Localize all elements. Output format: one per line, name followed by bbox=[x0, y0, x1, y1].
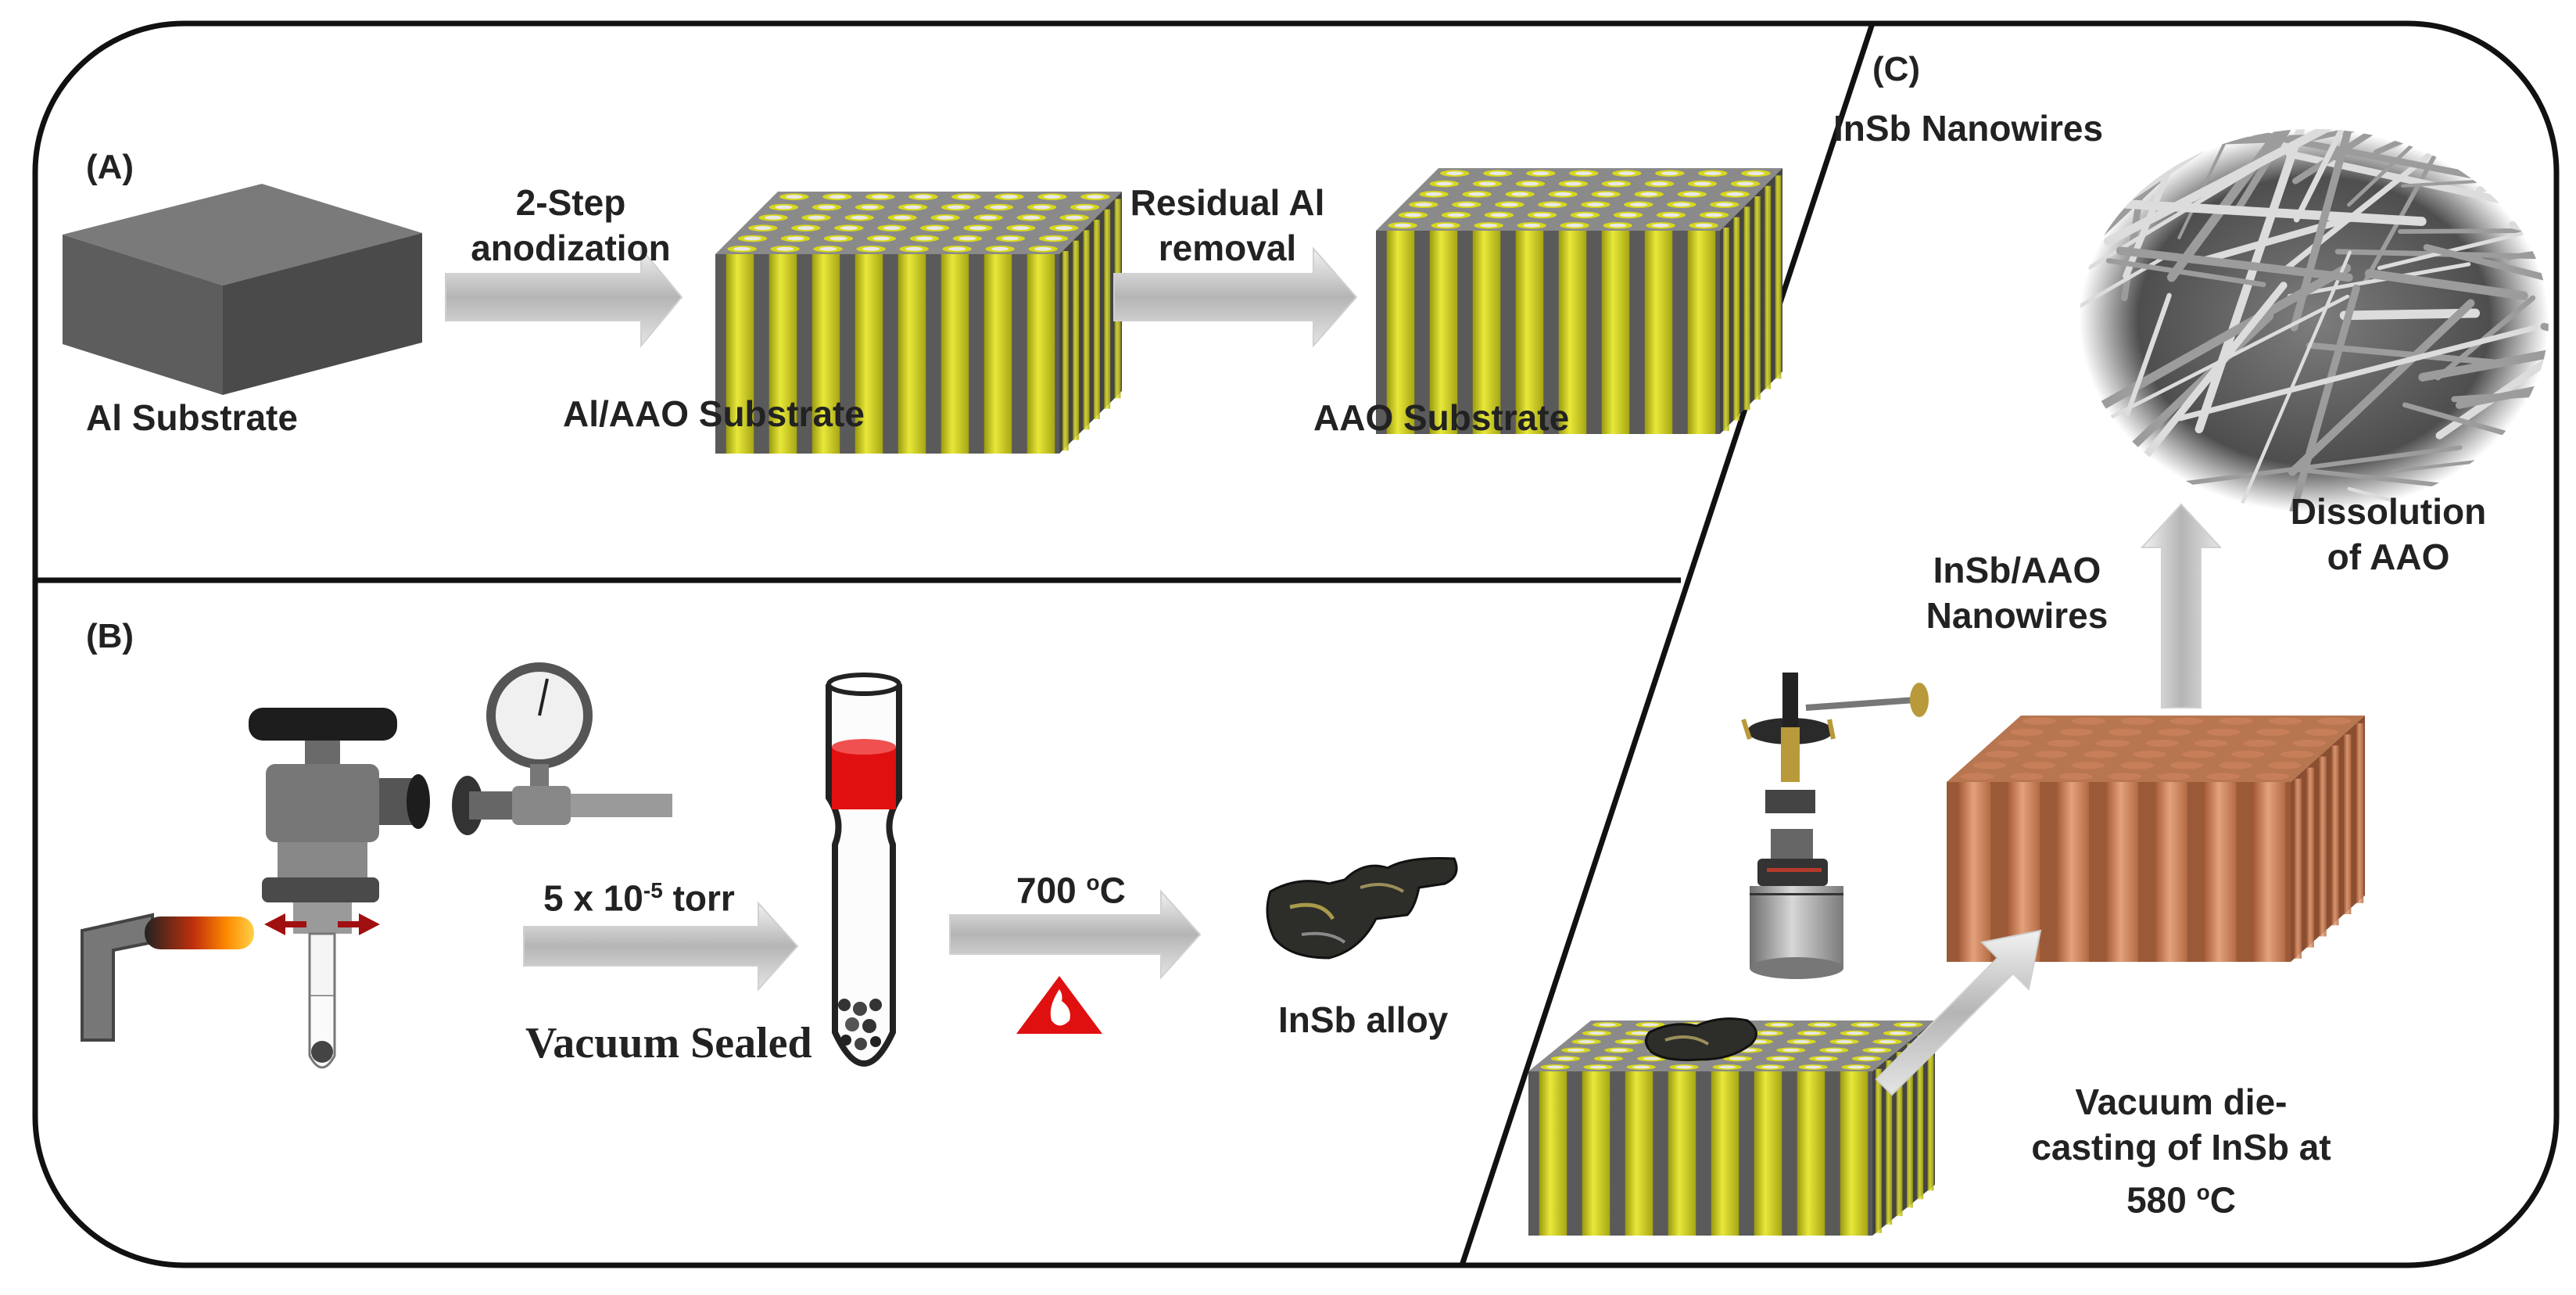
temperature-label: 700 oC bbox=[1016, 870, 1126, 911]
aao-substrate-label: AAO Substrate bbox=[1313, 397, 1570, 438]
insb-aao-block bbox=[1947, 716, 2365, 962]
vacuum-valve-icon bbox=[249, 708, 430, 1069]
panel-label-a: (A) bbox=[86, 148, 134, 186]
sem-nanowire-image bbox=[2080, 129, 2549, 512]
torch-icon bbox=[81, 913, 254, 1042]
arrow-al-removal bbox=[1113, 246, 1358, 348]
insb-aao-nanowires-label: InSb/AAO Nanowires bbox=[1926, 550, 2108, 636]
al-aao-substrate-block bbox=[715, 192, 1122, 454]
step-al-removal-label: Residual Al removal bbox=[1130, 182, 1325, 268]
insb-alloy-chunk-small-icon bbox=[1645, 1017, 1757, 1062]
step-anodization-label: 2-Step anodization bbox=[471, 182, 671, 268]
pressure-gauge-icon bbox=[452, 662, 672, 835]
pressure-label: 5 x 10-5 torr bbox=[543, 877, 735, 919]
arrow-heating bbox=[949, 889, 1202, 980]
insb-alloy-chunk-icon bbox=[1266, 857, 1458, 960]
panel-label-c: (C) bbox=[1872, 50, 1921, 88]
arrow-die-casting bbox=[1875, 929, 2042, 1096]
divider-c bbox=[1459, 22, 1876, 1267]
insb-alloy-label: InSb alloy bbox=[1278, 999, 1449, 1040]
sealed-ampoule-icon bbox=[826, 673, 902, 1067]
fire-hazard-icon bbox=[1016, 976, 1102, 1034]
arrow-dissolution bbox=[2140, 503, 2223, 708]
insb-nanowires-label: InSb Nanowires bbox=[1833, 108, 2104, 149]
al-aao-substrate-label: Al/AAO Substrate bbox=[563, 393, 865, 434]
al-substrate-block bbox=[63, 184, 422, 395]
die-casting-label: Vacuum die- casting of InSb at 580 oC bbox=[2031, 1082, 2331, 1221]
panel-label-b: (B) bbox=[86, 617, 134, 655]
al-substrate-label: Al Substrate bbox=[86, 397, 298, 438]
outer-frame bbox=[32, 20, 2560, 1268]
aao-template-block bbox=[1528, 1021, 1935, 1236]
dissolution-label: Dissolution of AAO bbox=[2290, 491, 2487, 577]
aao-substrate-block bbox=[1376, 168, 1782, 434]
vacuum-sealed-label: Vacuum Sealed bbox=[525, 1019, 812, 1067]
die-casting-apparatus-icon bbox=[1741, 673, 1929, 979]
arrow-evacuation bbox=[523, 901, 799, 992]
arrow-anodization bbox=[445, 246, 683, 348]
